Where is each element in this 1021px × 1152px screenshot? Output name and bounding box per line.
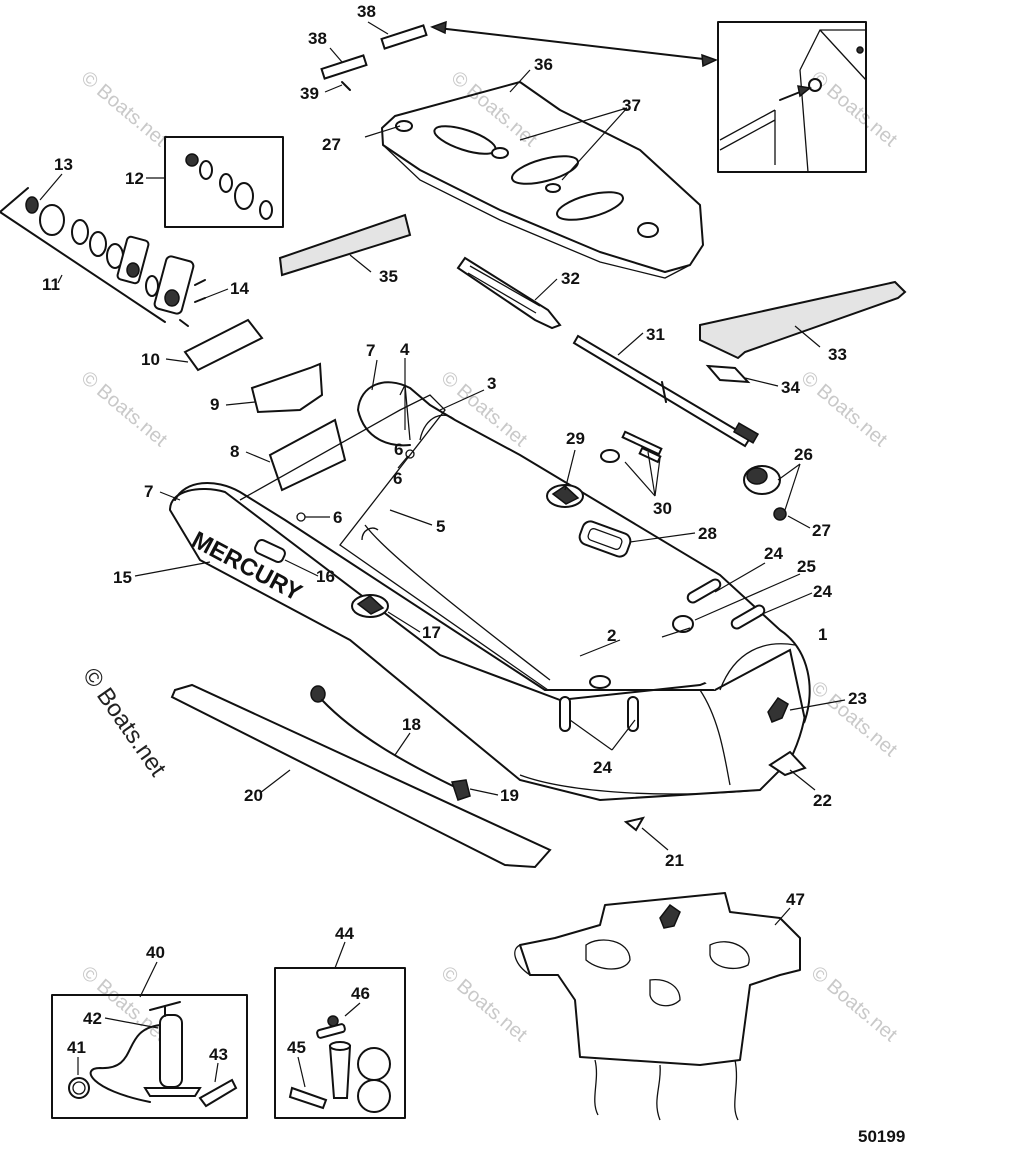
- callout-label: 6: [393, 469, 402, 488]
- watermark: © Boats.net: [797, 367, 892, 451]
- repair-kit: [274, 967, 406, 1119]
- callout-label: 22: [813, 791, 832, 810]
- callout-label: 2: [607, 626, 616, 645]
- figure-number: 50199: [858, 1127, 905, 1146]
- watermark: © Boats.net: [807, 962, 902, 1046]
- tow-rope: [310, 685, 471, 801]
- callout-label: 33: [828, 345, 847, 364]
- callout-label: 15: [113, 568, 132, 587]
- drain-plug: [623, 816, 646, 832]
- callout-label: 17: [422, 623, 441, 642]
- callout-label: 19: [500, 786, 519, 805]
- boat-cover: [514, 892, 801, 1121]
- callout-label: 3: [487, 374, 496, 393]
- rub-strip: [170, 683, 552, 869]
- callout-labels: 1 2 3 4 5 6 6 6 7 7 8 9 10 11 12 13 14 1…: [42, 2, 867, 1064]
- transom-cover: [250, 362, 324, 414]
- callout-label: 24: [764, 544, 783, 563]
- callout-label: 32: [561, 269, 580, 288]
- callout-label: 7: [366, 341, 375, 360]
- callout-label: 41: [67, 1038, 86, 1057]
- callout-label: 7: [144, 482, 153, 501]
- callout-label: 27: [322, 135, 341, 154]
- callout-label: 38: [308, 29, 327, 48]
- callout-label: 38: [357, 2, 376, 21]
- callout-label: 44: [335, 924, 354, 943]
- callout-label: 43: [209, 1045, 228, 1064]
- callout-label: 23: [848, 689, 867, 708]
- callout-label: 34: [781, 378, 800, 397]
- callout-label: 42: [83, 1009, 102, 1028]
- oar: [456, 256, 760, 448]
- callout-label: 27: [812, 521, 831, 540]
- callout-label: 30: [653, 499, 672, 518]
- floor-pins: [320, 24, 428, 91]
- callout-label: 28: [698, 524, 717, 543]
- seat-strip: [278, 213, 412, 277]
- seat-clip: [705, 364, 751, 384]
- callout-label: 45: [287, 1038, 306, 1057]
- callout-label: 26: [794, 445, 813, 464]
- callout-label: 31: [646, 325, 665, 344]
- floor-board: [381, 81, 704, 279]
- callout-label: 39: [300, 84, 319, 103]
- callout-label: 46: [351, 984, 370, 1003]
- watermark: © Boats.net: [77, 367, 172, 451]
- callout-label: 6: [333, 508, 342, 527]
- callout-label: 40: [146, 943, 165, 962]
- watermark: © Boats.net: [77, 67, 172, 151]
- watermark: © Boats.net: [77, 962, 172, 1046]
- callout-label: 8: [230, 442, 239, 461]
- callout-label: 13: [54, 155, 73, 174]
- watermark-prominent: © Boats.net: [77, 663, 171, 782]
- watermark: © Boats.net: [447, 67, 542, 151]
- callout-label: 1: [818, 625, 827, 644]
- callout-label: 4: [400, 340, 410, 359]
- callout-label: 36: [534, 55, 553, 74]
- callout-label: 12: [125, 169, 144, 188]
- callout-label: 6: [394, 440, 403, 459]
- callout-label: 18: [402, 715, 421, 734]
- callout-label: 11: [42, 275, 60, 294]
- leader-lines: [39, 21, 846, 1088]
- valve-guard: [183, 318, 264, 372]
- callout-label: 37: [622, 96, 641, 115]
- callout-label: 5: [436, 517, 445, 536]
- valve-repair-kit-box: [164, 136, 284, 228]
- callout-label: 16: [316, 567, 335, 586]
- detail-arrow: [437, 27, 713, 61]
- callout-label: 10: [141, 350, 160, 369]
- callout-label: 29: [566, 429, 585, 448]
- oarlock-parts: [600, 430, 663, 464]
- callout-label: 20: [244, 786, 263, 805]
- callout-label: 21: [665, 851, 684, 870]
- bench-seat: [699, 280, 907, 360]
- watermark: © Boats.net: [437, 962, 532, 1046]
- inflatable-boat-hull: MERCURY: [168, 381, 811, 802]
- callout-label: 9: [210, 395, 219, 414]
- callout-label: 14: [230, 279, 249, 298]
- d-rings: [559, 578, 766, 732]
- callout-label: 35: [379, 267, 398, 286]
- valve-cap: [743, 465, 787, 521]
- watermark: © Boats.net: [807, 67, 902, 151]
- callout-label: 24: [813, 582, 832, 601]
- pump-kit: [51, 994, 248, 1119]
- valve-kit: [0, 187, 206, 327]
- callout-label: 47: [786, 890, 805, 909]
- callout-label: 25: [797, 557, 816, 576]
- pin-detail-inset: [717, 21, 867, 173]
- transom-board: [268, 418, 347, 492]
- callout-label: 24: [593, 758, 612, 777]
